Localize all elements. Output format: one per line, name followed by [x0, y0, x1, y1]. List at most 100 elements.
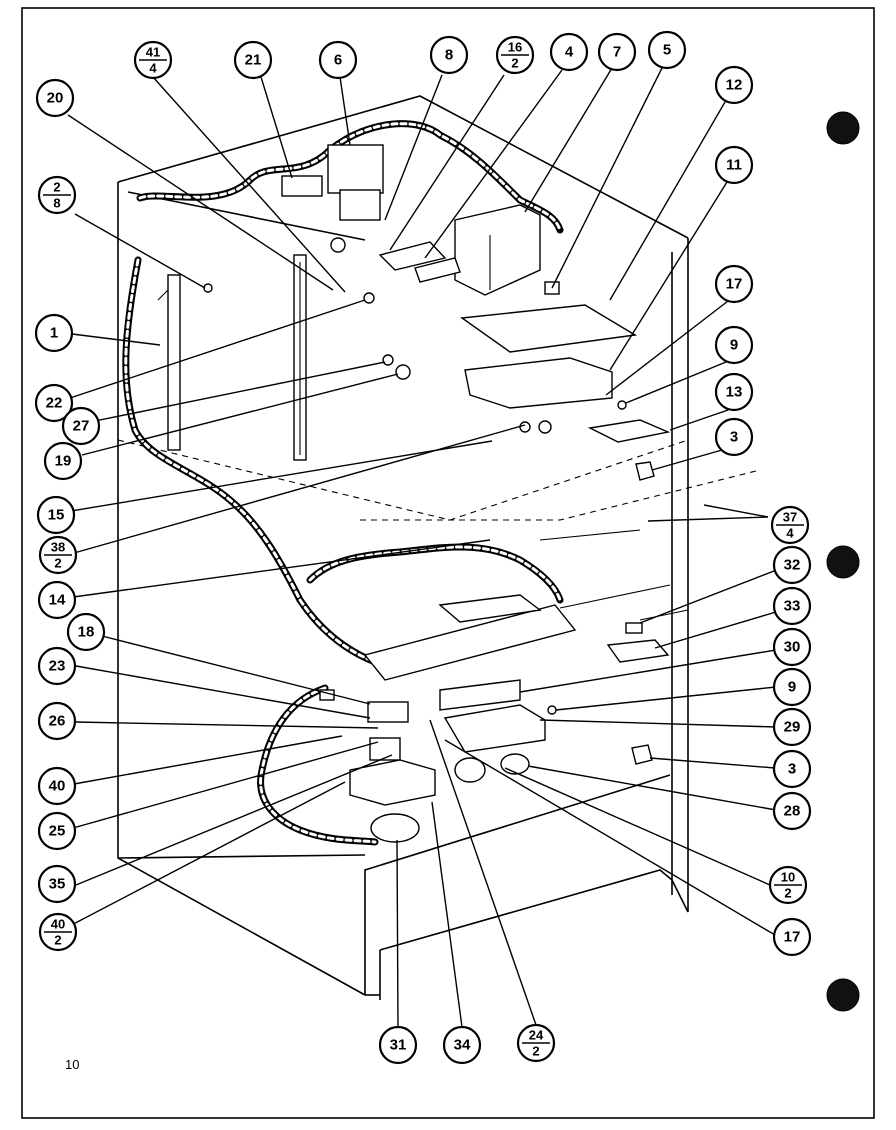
svg-text:2: 2 — [53, 180, 60, 195]
callout-41-4: 41 4 — [133, 40, 173, 80]
svg-text:12: 12 — [726, 77, 743, 94]
svg-text:20: 20 — [47, 90, 64, 107]
callout-15: 15 — [36, 495, 76, 535]
svg-text:38: 38 — [51, 540, 65, 555]
svg-text:4: 4 — [786, 526, 794, 541]
callout-14: 14 — [37, 580, 77, 620]
callout-9-upper: 9 — [714, 325, 754, 365]
svg-text:24: 24 — [529, 1028, 544, 1043]
callout-3-upper: 3 — [714, 417, 754, 457]
svg-text:26: 26 — [49, 713, 66, 730]
svg-text:28: 28 — [784, 803, 801, 820]
page-border — [21, 7, 875, 1119]
svg-text:21: 21 — [245, 52, 262, 69]
svg-text:11: 11 — [726, 157, 742, 174]
svg-text:2: 2 — [54, 556, 61, 571]
svg-text:2: 2 — [784, 886, 791, 901]
svg-text:41: 41 — [146, 45, 160, 60]
callout-5: 5 — [647, 30, 687, 70]
callout-10-2: 10 2 — [768, 865, 808, 905]
callout-29: 29 — [772, 707, 812, 747]
callout-4: 4 — [549, 32, 589, 72]
svg-text:14: 14 — [49, 592, 66, 609]
svg-text:40: 40 — [49, 778, 66, 795]
callout-9-lower: 9 — [772, 667, 812, 707]
binder-hole-top — [826, 111, 860, 145]
callout-11: 11 — [714, 145, 754, 185]
callout-27: 27 — [61, 406, 101, 446]
callout-24-2: 24 2 — [516, 1023, 556, 1063]
callout-16-2: 16 2 — [495, 35, 535, 75]
svg-text:15: 15 — [48, 507, 65, 524]
svg-text:29: 29 — [784, 719, 801, 736]
svg-text:3: 3 — [788, 761, 796, 778]
svg-text:10: 10 — [781, 870, 795, 885]
callout-40-2: 40 2 — [38, 912, 78, 952]
callout-32: 32 — [772, 545, 812, 585]
callout-17-lower: 17 — [772, 917, 812, 957]
callout-37-4: 37 4 — [770, 505, 810, 545]
svg-text:35: 35 — [49, 876, 66, 893]
callout-7: 7 — [597, 32, 637, 72]
svg-text:13: 13 — [726, 384, 743, 401]
svg-text:25: 25 — [49, 823, 66, 840]
svg-text:9: 9 — [730, 337, 738, 354]
svg-text:40: 40 — [51, 917, 65, 932]
svg-text:17: 17 — [784, 929, 801, 946]
callout-40: 40 — [37, 766, 77, 806]
callout-2-8: 2 8 — [37, 175, 77, 215]
svg-text:33: 33 — [784, 598, 801, 615]
svg-text:1: 1 — [50, 325, 58, 342]
callout-12: 12 — [714, 65, 754, 105]
refrigerator-cabinet — [117, 95, 761, 1000]
callout-1: 1 — [34, 313, 74, 353]
lower-components — [319, 594, 670, 843]
svg-text:30: 30 — [784, 639, 801, 656]
callout-20: 20 — [35, 78, 75, 118]
svg-text:17: 17 — [726, 276, 743, 293]
svg-text:9: 9 — [788, 679, 796, 696]
callout-26: 26 — [37, 701, 77, 741]
callout-6: 6 — [318, 40, 358, 80]
binder-hole-bottom — [826, 978, 860, 1012]
callout-38-2: 38 2 — [38, 535, 78, 575]
svg-text:37: 37 — [783, 510, 797, 525]
svg-text:2: 2 — [511, 56, 518, 71]
svg-text:27: 27 — [73, 418, 90, 435]
callout-33: 33 — [772, 586, 812, 626]
svg-text:6: 6 — [334, 52, 342, 69]
callout-3-lower: 3 — [772, 749, 812, 789]
svg-text:22: 22 — [46, 395, 63, 412]
svg-text:4: 4 — [149, 61, 157, 76]
callout-25: 25 — [37, 811, 77, 851]
svg-text:7: 7 — [613, 44, 621, 61]
callout-21: 21 — [233, 40, 273, 80]
svg-text:2: 2 — [532, 1044, 539, 1059]
svg-text:19: 19 — [55, 453, 72, 470]
svg-text:31: 31 — [390, 1037, 407, 1054]
svg-text:34: 34 — [454, 1037, 471, 1054]
upper-components — [157, 144, 671, 481]
svg-text:3: 3 — [730, 429, 738, 446]
svg-text:5: 5 — [663, 42, 671, 59]
binder-hole-middle — [826, 545, 860, 579]
svg-text:18: 18 — [78, 624, 95, 641]
svg-text:23: 23 — [49, 658, 66, 675]
callout-34: 34 — [442, 1025, 482, 1065]
svg-text:8: 8 — [53, 196, 60, 211]
callout-22: 22 — [34, 383, 74, 423]
callout-30: 30 — [772, 627, 812, 667]
callout-18: 18 — [66, 612, 106, 652]
page-number: 10 — [65, 1057, 79, 1072]
callout-13: 13 — [714, 372, 754, 412]
callout-17-upper: 17 — [714, 264, 754, 304]
svg-text:8: 8 — [445, 47, 453, 64]
callout-23: 23 — [37, 646, 77, 686]
callout-8: 8 — [429, 35, 469, 75]
callout-19: 19 — [43, 441, 83, 481]
leader-lines — [61, 67, 777, 1028]
callout-28: 28 — [772, 791, 812, 831]
svg-text:2: 2 — [54, 933, 61, 948]
callout-31: 31 — [378, 1025, 418, 1065]
